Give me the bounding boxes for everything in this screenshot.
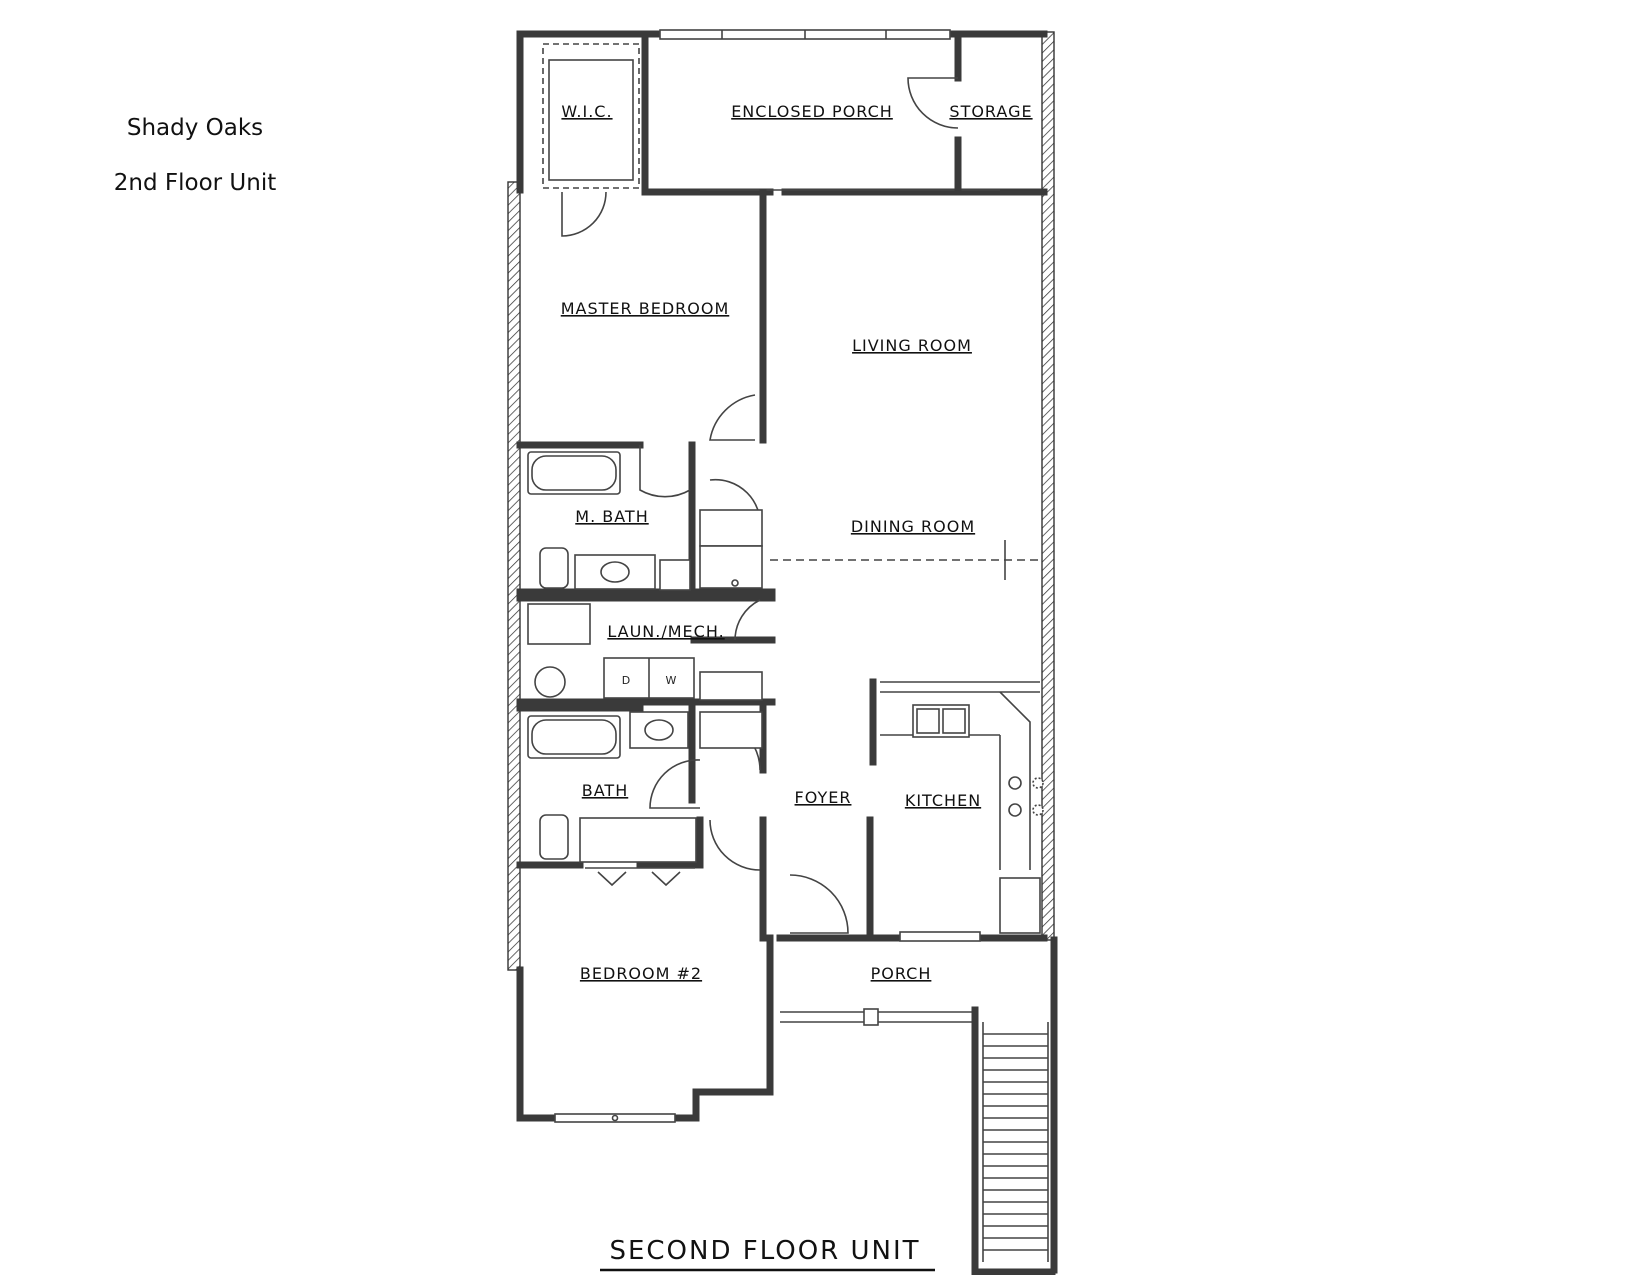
bath-fixtures: [527, 711, 763, 863]
label-enclosed-porch: ENCLOSED PORCH: [731, 102, 893, 121]
unit-subtitle: 2nd Floor Unit: [113, 170, 277, 196]
enclosed-porch-area: [641, 36, 1048, 196]
dining-divider: [770, 540, 1040, 580]
label-storage: STORAGE: [949, 102, 1032, 121]
dryer-label: D: [622, 674, 630, 687]
label-porch: PORCH: [871, 964, 932, 983]
top-windows: [659, 29, 951, 40]
label-laundry: LAUN./MECH.: [607, 622, 724, 641]
label-wic: W.I.C.: [561, 102, 612, 121]
exterior-wall-east: [1041, 31, 1055, 941]
plan-title: SECOND FLOOR UNIT: [609, 1236, 920, 1266]
kitchen-fixtures: [869, 678, 1044, 942]
label-dining-room: DINING ROOM: [851, 517, 975, 536]
project-name: Shady Oaks: [126, 115, 264, 141]
label-bath: BATH: [582, 781, 628, 800]
interior-walls: [516, 188, 874, 942]
label-bedroom-2: BEDROOM #2: [580, 964, 702, 983]
exterior-wall-west: [507, 181, 521, 971]
label-foyer: FOYER: [795, 788, 852, 807]
laundry-fixtures: D W: [527, 603, 763, 701]
stair-treads: [983, 1033, 1048, 1251]
wic-area: [542, 36, 649, 237]
master-bath-fixtures: [527, 451, 763, 591]
label-living-room: LIVING ROOM: [852, 336, 972, 355]
label-master-bedroom: MASTER BEDROOM: [561, 299, 730, 318]
label-master-bath: M. BATH: [575, 507, 648, 526]
label-kitchen: KITCHEN: [905, 791, 981, 810]
bedroom2-window: [554, 1113, 676, 1123]
washer-label: W: [666, 674, 677, 687]
